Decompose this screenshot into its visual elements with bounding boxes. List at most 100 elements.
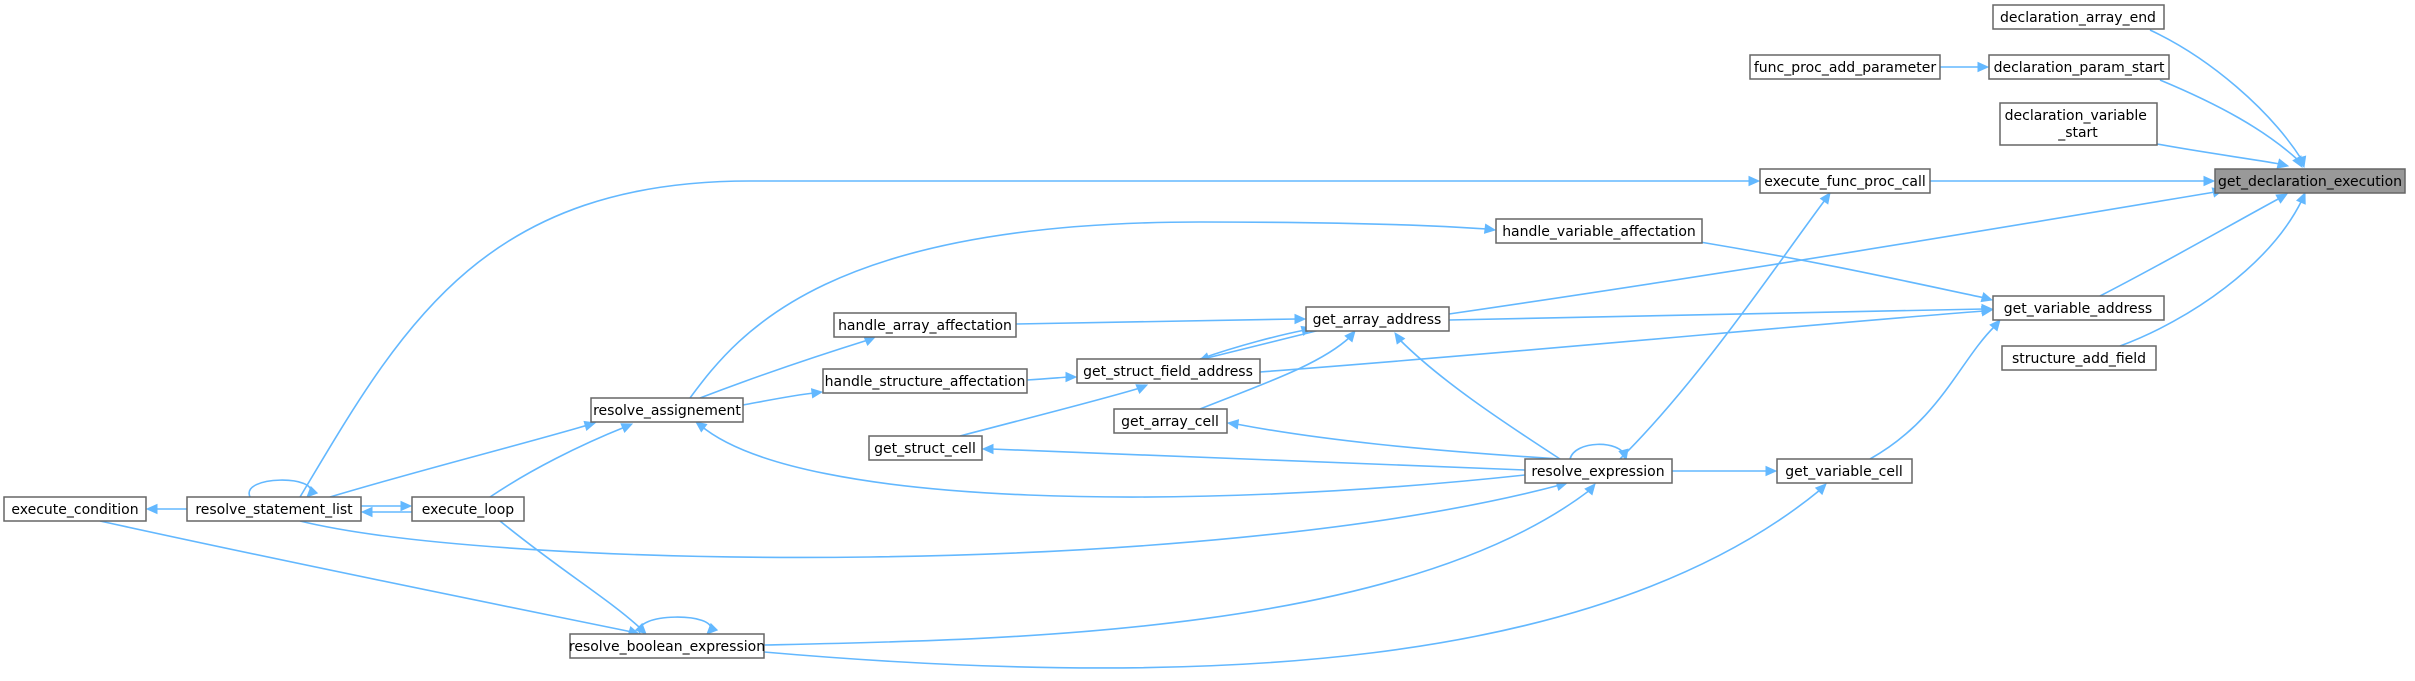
edge-declaration-variable-start-to-get-declaration-execution — [2156, 143, 2290, 169]
arrowhead — [2203, 175, 2216, 187]
node-label: execute_condition — [11, 502, 138, 518]
node-func-proc-add-parameter[interactable]: func_proc_add_parameter — [1749, 54, 1941, 80]
edge-line — [1235, 423, 1561, 460]
node-handle-variable-affectation[interactable]: handle_variable_affectation — [1495, 218, 1703, 244]
arrowhead — [863, 336, 877, 346]
edge-resolve-statement-list-to-resolve-assignement — [329, 420, 597, 498]
edge-line — [1199, 329, 1306, 360]
edge-line — [2099, 197, 2281, 297]
edge-line — [742, 392, 815, 406]
edge-resolve-expression-to-get-array-cell — [1226, 419, 1561, 460]
edge-line — [1619, 199, 1826, 460]
edge-line — [763, 489, 1821, 669]
node-label: structure_add_field — [2012, 351, 2146, 367]
edge-resolve-expression-to-resolve-expression — [1569, 443, 1629, 462]
arrowhead — [145, 503, 158, 515]
edge-line — [299, 180, 1751, 498]
node-get-variable-cell[interactable]: get_variable_cell — [1776, 458, 1913, 484]
node-label: get_struct_cell — [874, 441, 976, 457]
node-get-struct-field-address[interactable]: get_struct_field_address — [1076, 358, 1261, 384]
edge-resolve-statement-list-to-resolve-statement-list — [248, 479, 319, 498]
node-declaration-variable-start[interactable]: declaration_variable _start — [1999, 102, 2158, 146]
node-declaration-param-start[interactable]: declaration_param_start — [1988, 54, 2170, 80]
edge-resolve-assignement-to-handle-variable-affectation — [689, 221, 1497, 399]
edge-resolve-assignement-to-handle-structure-affectation — [742, 388, 824, 406]
node-label: resolve_expression — [1531, 464, 1664, 480]
arrowhead — [2292, 155, 2303, 169]
node-get-declaration-execution[interactable]: get_declaration_execution — [2214, 168, 2406, 194]
arrowhead — [400, 500, 413, 512]
node-execute-condition[interactable]: execute_condition — [3, 496, 147, 522]
edge-execute-loop-to-resolve-boolean-expression — [499, 520, 647, 635]
node-label: get_declaration_execution — [2218, 174, 2402, 190]
arrowhead — [1989, 319, 2001, 332]
node-label: get_variable_cell — [1785, 464, 1903, 480]
edge-line — [1259, 310, 1985, 373]
node-resolve-boolean-expression[interactable]: resolve_boolean_expression — [569, 633, 765, 659]
edge-line — [699, 424, 1526, 498]
edge-handle-array-affectation-to-get-array-address — [1015, 313, 1307, 325]
node-resolve-expression[interactable]: resolve_expression — [1524, 458, 1673, 484]
node-resolve-statement-list[interactable]: resolve_statement_list — [186, 496, 362, 522]
arrowhead — [1814, 483, 1827, 496]
arrowhead — [634, 622, 647, 635]
arrowhead — [306, 485, 319, 498]
arrowhead — [1135, 384, 1149, 394]
edge-func-proc-add-parameter-to-declaration-param-start — [1940, 61, 1990, 73]
edge-line — [299, 484, 1561, 559]
node-label-line-1: declaration_variable — [2005, 108, 2147, 124]
node-get-array-address[interactable]: get_array_address — [1305, 306, 1450, 332]
edge-resolve-statement-list-to-execute-func-proc-call — [299, 175, 1761, 498]
arrowhead — [1980, 306, 1994, 317]
node-handle-structure-affectation[interactable]: handle_structure_affectation — [822, 368, 1028, 394]
edge-resolve-boolean-expression-to-resolve-boolean-expression — [638, 616, 719, 635]
arrowhead — [1977, 61, 1990, 73]
edge-line — [689, 221, 1488, 399]
arrowhead — [1344, 330, 1356, 343]
edge-handle-variable-affectation-to-get-variable-address — [1699, 241, 1994, 303]
edge-resolve-statement-list-to-execute-loop — [361, 500, 413, 512]
edge-line — [99, 520, 633, 633]
edge-execute-loop-to-resolve-statement-list — [360, 506, 412, 518]
edge-line — [763, 489, 1591, 646]
node-execute-func-proc-call[interactable]: execute_func_proc_call — [1759, 168, 1931, 194]
edge-declaration-param-start-to-get-declaration-execution — [2159, 79, 2303, 169]
node-handle-array-affectation[interactable]: handle_array_affectation — [833, 312, 1017, 338]
node-label: handle_array_affectation — [838, 318, 1012, 334]
node-label: func_proc_add_parameter — [1754, 60, 1936, 76]
arrowhead — [1394, 332, 1406, 345]
arrowhead — [706, 622, 719, 635]
edge-line — [2119, 199, 2303, 347]
edge-line — [1199, 336, 1351, 410]
arrowhead — [695, 421, 708, 433]
node-get-struct-cell[interactable]: get_struct_cell — [868, 435, 983, 461]
arrowhead — [981, 443, 994, 455]
edge-get-array-address-to-get-struct-field-address — [1197, 329, 1321, 363]
node-get-variable-address[interactable]: get_variable_address — [1992, 295, 2165, 321]
edge-structure-add-field-to-get-declaration-execution — [2119, 191, 2306, 347]
node-label: resolve_assignement — [593, 403, 741, 419]
edge-line — [1448, 308, 1985, 321]
node-structure-add-field[interactable]: structure_add_field — [2001, 345, 2157, 371]
edge-get-struct-field-address-to-get-variable-address — [1259, 306, 1994, 373]
node-label: declaration_variable _start — [2005, 108, 2152, 141]
node-label: execute_func_proc_call — [1764, 174, 1926, 190]
edge-resolve-assignement-to-handle-array-affectation — [699, 336, 877, 399]
edge-get-struct-cell-to-get-struct-field-address — [959, 384, 1149, 437]
node-resolve-assignement[interactable]: resolve_assignement — [590, 397, 744, 423]
node-get-array-cell[interactable]: get_array_cell — [1113, 408, 1228, 434]
edge-get-array-cell-to-get-array-address — [1199, 330, 1356, 410]
edge-line — [2149, 29, 2303, 161]
arrowhead — [620, 423, 634, 433]
edge-execute-loop-to-resolve-assignement — [489, 423, 634, 498]
arrowhead — [1819, 192, 1831, 205]
edge-line — [1206, 329, 1321, 359]
arrowhead — [360, 506, 373, 518]
node-execute-loop[interactable]: execute_loop — [411, 496, 525, 522]
edge-resolve-expression-to-execute-func-proc-call — [1619, 192, 1831, 460]
node-declaration-array-end[interactable]: declaration_array_end — [1992, 4, 2165, 30]
edge-line — [489, 426, 626, 498]
edge-get-array-address-to-get-declaration-execution — [1448, 187, 2225, 315]
node-label: handle_structure_affectation — [825, 374, 1026, 390]
edge-line — [1399, 339, 1561, 460]
